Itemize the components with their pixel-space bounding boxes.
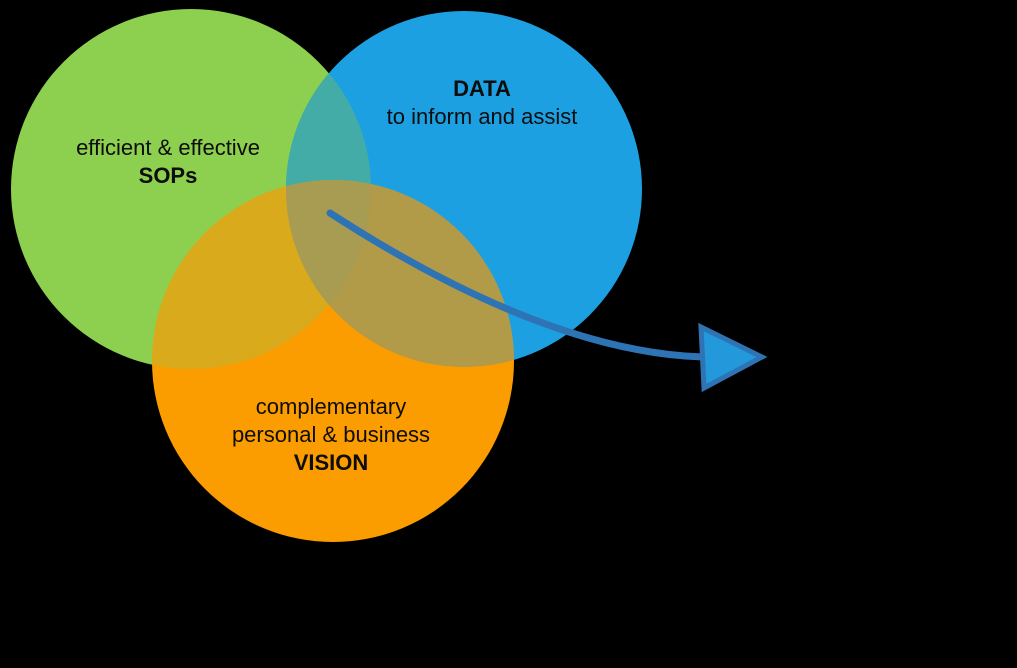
data-label-line1: DATA [453,76,511,101]
data-label: DATA to inform and assist [387,75,578,131]
sops-label-line1: efficient & effective [76,135,260,160]
sops-label-line2: SOPs [138,163,198,188]
arrow-curve [326,209,707,361]
vision-label-line2: personal & business [231,422,431,447]
vision-label: complementary personal & business VISION [232,393,430,477]
arrow-head-icon [701,327,762,388]
vision-label-line3: VISION [293,450,369,475]
sops-label: efficient & effective SOPs [76,134,260,190]
arrow-head-outline [698,322,768,393]
vision-label-line1: complementary [255,394,407,419]
data-label-line2: to inform and assist [386,104,578,129]
